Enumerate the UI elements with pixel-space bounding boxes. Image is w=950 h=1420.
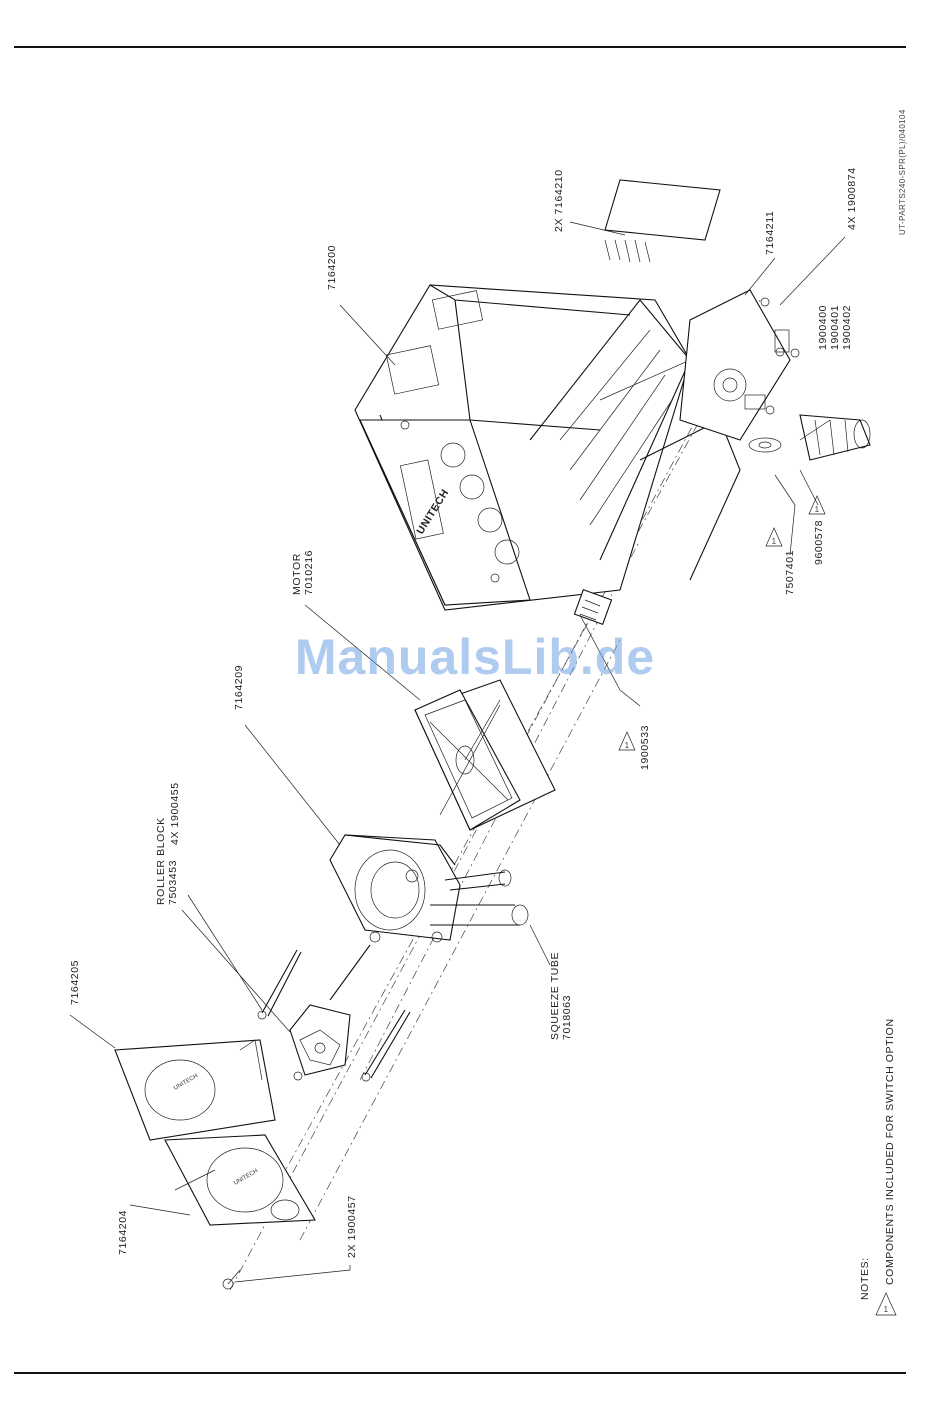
screw-1900457 [222, 1269, 241, 1290]
warning-triangle-icon [808, 495, 826, 515]
label-7164211: 7164211 [764, 211, 776, 255]
warning-triangle-icon [618, 731, 636, 751]
label-9600578: 9600578 [813, 520, 825, 565]
motor [414, 679, 556, 831]
connector-1900533 [573, 588, 613, 626]
label-roller-block: ROLLER BLOCK [155, 817, 167, 905]
note-switch-option: COMPONENTS INCLUDED FOR SWITCH OPTION [884, 1018, 896, 1285]
label-1900455: 4X 1900455 [169, 782, 181, 845]
svg-text:1: 1 [815, 505, 820, 514]
label-1900874: 4X 1900874 [846, 167, 858, 230]
warning-triangles: 1 1 1 1 [618, 495, 897, 1316]
label-1900533: 1900533 [639, 725, 651, 770]
notes-title: NOTES: [859, 1257, 871, 1300]
switch-board [679, 289, 791, 441]
svg-text:1: 1 [772, 537, 777, 546]
label-7164205: 7164205 [69, 960, 81, 1005]
label-1900401: 1900401 [829, 305, 841, 350]
pump-head-housing [329, 834, 461, 943]
label-squeeze-tube: SQUEEZE TUBE [549, 952, 561, 1040]
label-7164209: 7164209 [233, 665, 245, 710]
warning-triangle-icon [765, 527, 783, 547]
label-1900457: 2X 1900457 [346, 1195, 358, 1258]
leader-lines [69, 221, 846, 1283]
label-motor: MOTOR [291, 553, 303, 595]
roller-block [289, 1004, 351, 1081]
watermark: ManualsLib.de [294, 629, 656, 685]
cover-7164204: UNITECH [164, 1134, 316, 1226]
label-7164204: 7164204 [117, 1210, 129, 1255]
label-7503453: 7503453 [167, 860, 179, 905]
cover-7164205: UNITECH [114, 1039, 276, 1141]
svg-text:1: 1 [625, 741, 630, 750]
label-7010216: 7010216 [303, 550, 315, 595]
label-1900402: 1900402 [841, 305, 853, 350]
screws-1900874 [760, 297, 800, 415]
bottom-rule [14, 1372, 906, 1374]
long-screws-1900455 [257, 944, 411, 1082]
label-7164210: 2X 7164210 [553, 169, 565, 232]
notes: NOTES: COMPONENTS INCLUDED FOR SWITCH OP… [859, 109, 907, 1300]
fitting-9600578 [799, 414, 871, 461]
label-7018063: 7018063 [561, 995, 573, 1040]
label-7507401: 7507401 [784, 550, 796, 595]
label-7164200: 7164200 [326, 245, 338, 290]
label-1900400: 1900400 [817, 305, 829, 350]
drawing-reference: UT-PARTS240-SPR(PL)/040104 [898, 109, 907, 235]
squeeze-tube [430, 869, 529, 926]
connector-7164210 [604, 179, 721, 263]
top-rule [14, 46, 906, 48]
washer-7507401 [748, 437, 782, 453]
warning-triangle-icon [875, 1292, 897, 1316]
svg-text:1: 1 [884, 1305, 889, 1314]
pump-housing [354, 284, 746, 611]
